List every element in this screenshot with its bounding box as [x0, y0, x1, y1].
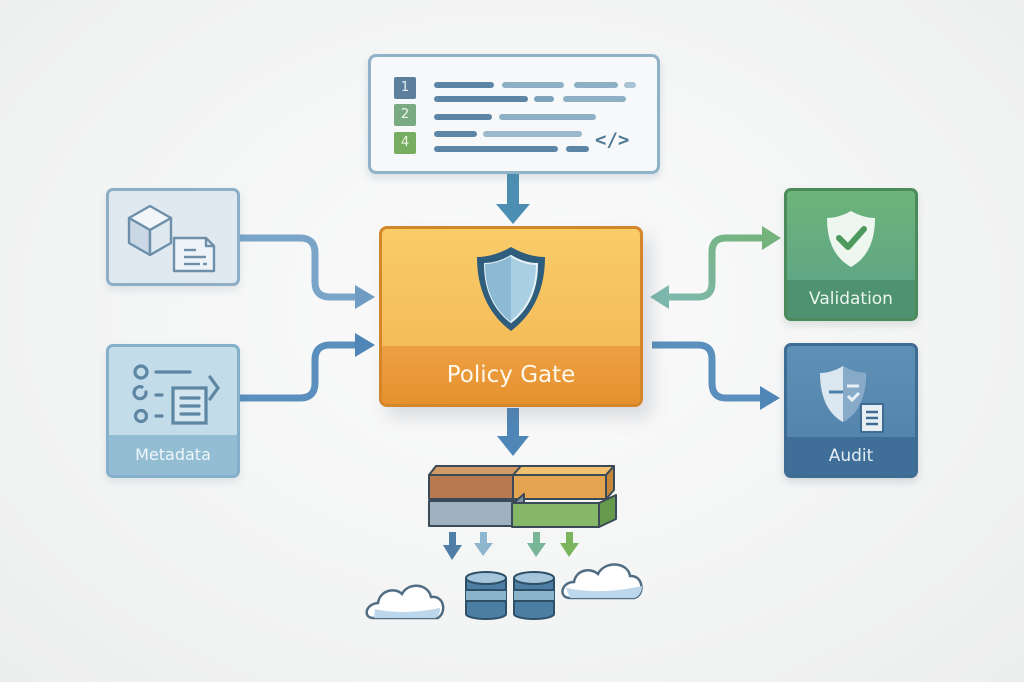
line-number-4: 4 — [400, 135, 410, 150]
cloud-icon-right — [561, 563, 643, 600]
edge-gate-to-storage — [497, 408, 529, 456]
edge-audit-arrowhead — [760, 386, 780, 410]
shield-audit-icon — [820, 366, 884, 433]
storage-down-arrow-4 — [560, 532, 579, 557]
storage-down-arrow-1 — [443, 532, 462, 560]
database-icon-2 — [513, 571, 555, 620]
code-source-node[interactable]: 1 2 4 </> — [368, 54, 660, 174]
validation-label: Validation — [787, 280, 915, 318]
edge-gate-validation — [665, 234, 765, 301]
policy-gate-label: Policy Gate — [382, 346, 640, 404]
audit-node[interactable]: Audit — [784, 343, 918, 478]
policy-gate-node[interactable]: Policy Gate — [379, 226, 643, 407]
edge-metadata-arrowhead — [355, 333, 375, 357]
shield-check-icon — [827, 211, 875, 267]
package-document-icon — [127, 204, 216, 273]
storage-blocks-icon — [428, 465, 617, 528]
edge-package-arrowhead — [355, 285, 375, 309]
package-source-node[interactable] — [106, 188, 240, 286]
edge-gate-return-arrowhead — [650, 285, 669, 309]
code-icon: </> — [595, 129, 630, 151]
database-icon-1 — [465, 571, 507, 620]
checklist-document-icon — [132, 364, 220, 425]
validation-node[interactable]: Validation — [784, 188, 918, 321]
audit-label: Audit — [787, 437, 915, 475]
edge-package-to-gate — [240, 234, 358, 301]
shield-icon — [477, 247, 545, 331]
edge-metadata-to-gate — [240, 341, 358, 402]
storage-down-arrow-2 — [474, 532, 493, 556]
storage-down-arrow-3 — [527, 532, 546, 557]
line-number-2: 2 — [400, 107, 410, 122]
edge-code-to-gate — [496, 170, 530, 224]
cloud-icon-left — [365, 584, 445, 620]
metadata-label: Metadata — [109, 435, 237, 475]
edge-gate-to-audit — [652, 341, 762, 402]
metadata-node[interactable]: Metadata — [106, 344, 240, 478]
line-number-1: 1 — [400, 80, 410, 95]
edge-validation-arrowhead — [762, 226, 781, 250]
